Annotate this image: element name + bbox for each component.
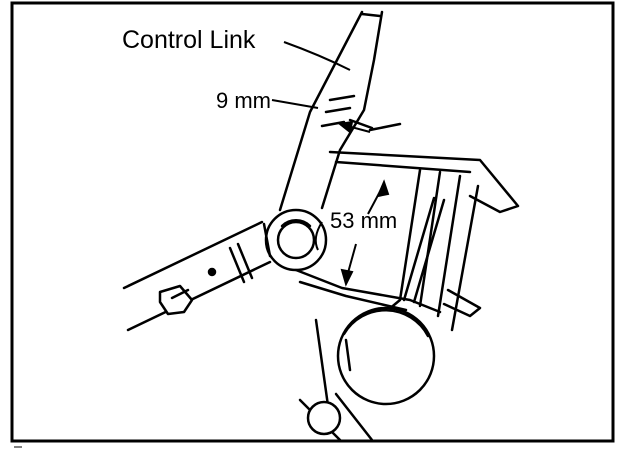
dimension-annotations: [271, 41, 390, 287]
dim-53mm-label: 53 mm: [330, 208, 397, 233]
adjuster-knob: [298, 306, 436, 442]
caliper-beam: [294, 118, 520, 332]
lower-arm: [122, 220, 272, 332]
mechanism-illustration: [122, 10, 520, 442]
control-link-rod: [278, 10, 384, 212]
dim-9mm-label: 9 mm: [216, 88, 271, 113]
diagram-frame: [10, 1, 615, 443]
dim-9mm-leader: [271, 99, 319, 109]
dim-53mm-leader: [314, 221, 323, 251]
control-link-leader: [283, 41, 351, 71]
control-link-label: Control Link: [122, 26, 256, 54]
